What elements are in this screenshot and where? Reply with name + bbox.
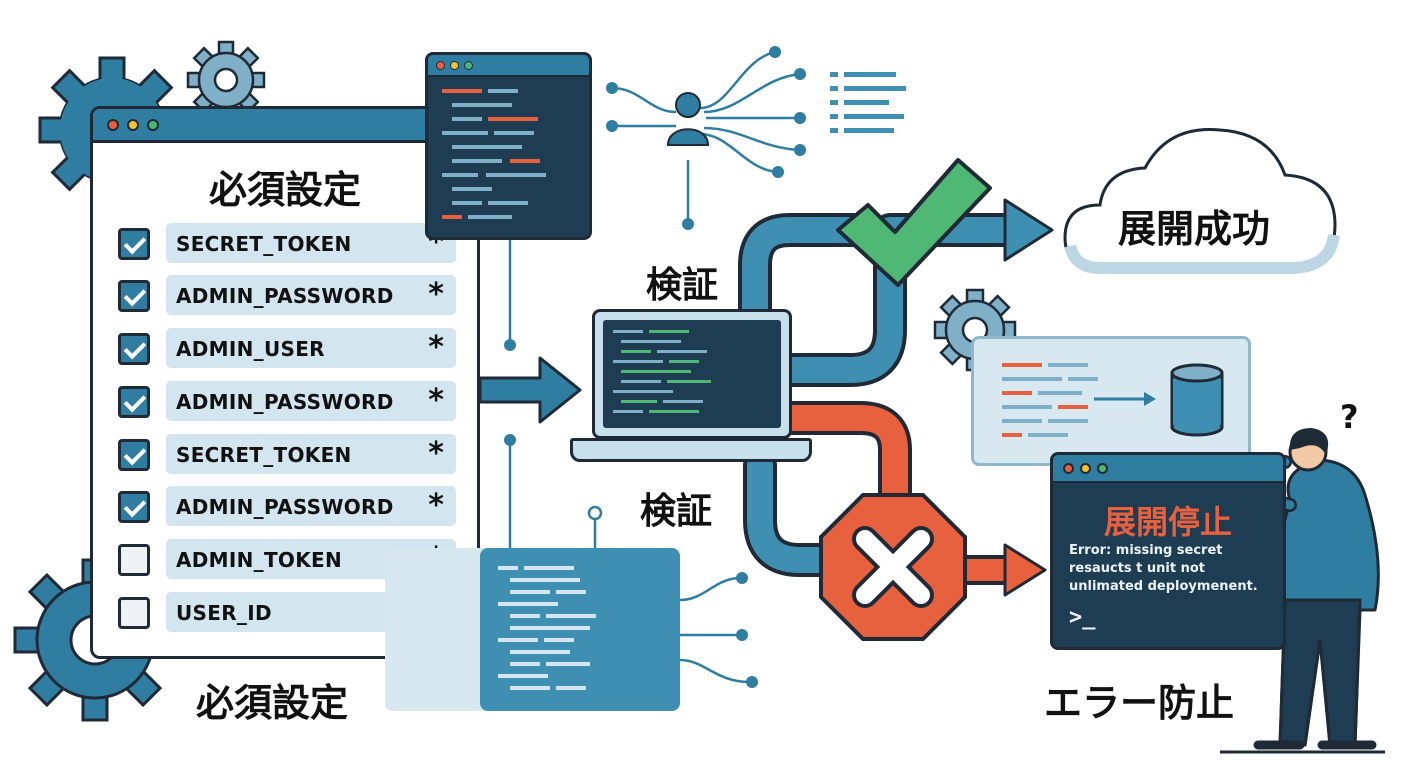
user-network-icon — [611, 50, 801, 222]
failure-pipe — [775, 401, 1025, 585]
terminal-prompt[interactable]: >_ — [1069, 605, 1096, 630]
laptop-display — [603, 320, 781, 428]
variable-name: SECRET_TOKEN — [176, 232, 352, 256]
setting-row[interactable]: SECRET_TOKEN * — [118, 223, 458, 263]
error-line: resaucts t unit not — [1069, 561, 1206, 576]
variable-name: ADMIN_TOKEN — [176, 548, 343, 572]
user-icon — [666, 92, 710, 146]
close-dot-icon[interactable] — [107, 118, 119, 131]
window-titlebar — [93, 109, 477, 143]
variable-name: USER_ID — [176, 601, 272, 625]
database-icon — [1170, 363, 1224, 437]
checkbox-unchecked[interactable] — [118, 597, 150, 629]
checkbox-checked[interactable] — [118, 386, 150, 418]
check-icon — [836, 158, 992, 287]
connector-lines — [593, 515, 751, 684]
variable-pill: SECRET_TOKEN * — [166, 434, 456, 474]
checkbox-checked[interactable] — [118, 333, 150, 365]
laptop-screen — [592, 309, 792, 439]
minimize-dot-icon[interactable] — [1080, 462, 1091, 474]
setting-row[interactable]: ADMIN_PASSWORD * — [118, 486, 458, 526]
laptop-base — [570, 438, 812, 462]
variable-pill: SECRET_TOKEN * — [166, 223, 456, 263]
setting-row[interactable]: ADMIN_USER * — [118, 328, 458, 368]
variable-name: ADMIN_PASSWORD — [176, 390, 394, 414]
database-flow-icon — [1002, 363, 1224, 437]
variable-name: ADMIN_USER — [176, 337, 325, 361]
code-panel — [480, 548, 680, 711]
checkbox-checked[interactable] — [118, 491, 150, 523]
setting-row[interactable]: ADMIN_PASSWORD * — [118, 381, 458, 421]
required-asterisk: * — [428, 330, 444, 365]
arrow-to-failure — [1003, 543, 1047, 597]
arrow-to-validation — [478, 356, 582, 424]
variable-name: SECRET_TOKEN — [176, 443, 352, 467]
variable-pill: ADMIN_PASSWORD * — [166, 381, 456, 421]
maximize-dot-icon[interactable] — [464, 60, 473, 70]
variable-pill: ADMIN_PASSWORD * — [166, 486, 456, 526]
database-panel — [971, 336, 1251, 466]
checkbox-checked[interactable] — [118, 228, 150, 260]
code-lines-icon — [442, 89, 546, 219]
question-mark: ? — [1340, 398, 1359, 436]
code-lines-icon — [498, 566, 596, 690]
deploy-stopped-title: 展開停止 — [1103, 503, 1232, 541]
checkbox-checked[interactable] — [118, 280, 150, 312]
window-titlebar — [428, 55, 589, 77]
minimize-dot-icon[interactable] — [127, 118, 139, 131]
setting-row[interactable]: SECRET_TOKEN * — [118, 434, 458, 474]
close-dot-icon[interactable] — [1063, 462, 1074, 474]
required-asterisk: * — [428, 436, 444, 471]
checkbox-checked[interactable] — [118, 439, 150, 471]
variable-pill: ADMIN_USER * — [166, 328, 456, 368]
error-line: unlimated deploymenent. — [1069, 579, 1258, 594]
maximize-dot-icon[interactable] — [1097, 462, 1108, 474]
thinking-person-illustration — [1220, 428, 1385, 754]
minimize-dot-icon[interactable] — [450, 60, 459, 70]
error-terminal-window: 展開停止 Error: missing secret resaucts t un… — [1050, 452, 1286, 650]
required-asterisk: * — [428, 488, 444, 523]
maximize-dot-icon[interactable] — [147, 118, 159, 131]
validation-label-bottom: 検証 — [640, 491, 713, 532]
settings-title: 必須設定 — [208, 168, 361, 212]
close-dot-icon[interactable] — [436, 60, 445, 70]
error-prevention-caption: エラー防止 — [1044, 681, 1235, 725]
settings-caption: 必須設定 — [196, 681, 349, 725]
window-titlebar — [1053, 455, 1283, 483]
deploy-success-label: 展開成功 — [1118, 207, 1271, 251]
arrow-to-success — [1003, 198, 1054, 262]
checkbox-unchecked[interactable] — [118, 544, 150, 576]
variable-name: ADMIN_PASSWORD — [176, 284, 394, 308]
variable-name: ADMIN_PASSWORD — [176, 495, 394, 519]
cloud-icon — [1063, 127, 1337, 270]
stop-x-icon — [819, 493, 967, 641]
required-settings-window: 必須設定 SECRET_TOKEN * ADMIN_PASSWORD * ADM… — [90, 106, 480, 659]
code-editor-window — [425, 52, 592, 240]
variable-pill: ADMIN_PASSWORD * — [166, 275, 456, 315]
required-asterisk: * — [428, 277, 444, 312]
required-asterisk: * — [428, 383, 444, 418]
setting-row[interactable]: ADMIN_PASSWORD * — [118, 275, 458, 315]
document-lines-icon — [830, 72, 906, 133]
code-lines-icon — [613, 330, 711, 413]
error-line: Error: missing secret — [1069, 543, 1223, 558]
validation-label-top: 検証 — [646, 265, 719, 306]
